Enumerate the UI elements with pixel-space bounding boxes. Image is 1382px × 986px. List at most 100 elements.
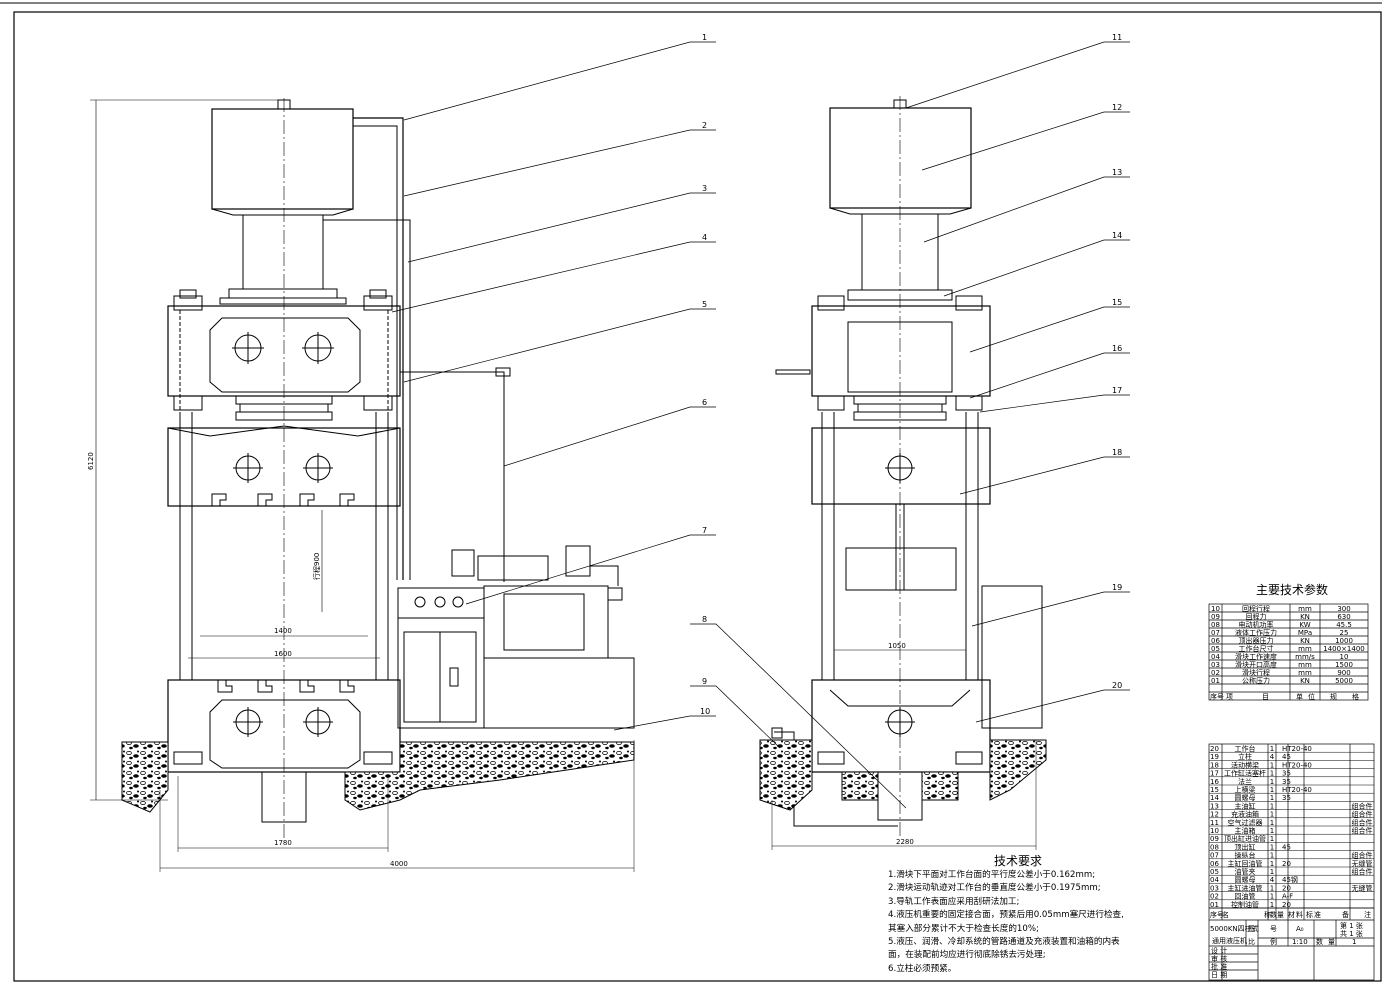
callout-18: 18 xyxy=(1112,448,1122,457)
bom-footer-name2: 称 xyxy=(1264,910,1271,919)
bom-cell-no: 14 xyxy=(1210,794,1219,802)
bom-cell-no: 03 xyxy=(1210,884,1219,892)
bom-cell-note: 组合件 xyxy=(1352,818,1373,827)
tp-cell-unit: mm xyxy=(1298,645,1312,653)
callout-6: 6 xyxy=(702,398,707,407)
bom-cell-no: 05 xyxy=(1210,868,1219,876)
bom-cell-no: 12 xyxy=(1210,811,1219,819)
bom-cell-name: 主缸回油管 xyxy=(1228,859,1263,868)
bom-cell-qty: 1 xyxy=(1270,884,1274,892)
bom-footer-note: 备 xyxy=(1342,910,1349,919)
callout-leaders xyxy=(391,41,1130,809)
callout-16: 16 xyxy=(1112,344,1122,353)
tp-cell-value: 630 xyxy=(1337,613,1350,621)
bom-cell-mat: HT20-40 xyxy=(1282,786,1312,794)
bom-cell-no: 20 xyxy=(1210,745,1219,753)
bom-cell-name: 上横梁 xyxy=(1235,785,1256,794)
tp-footer-spec2: 格 xyxy=(1352,692,1359,701)
bom-cell-qty: 4 xyxy=(1270,876,1275,884)
tp-cell-unit: KN xyxy=(1300,677,1310,685)
bom-cell-note: 组合件 xyxy=(1352,810,1373,819)
callout-11: 11 xyxy=(1112,33,1122,42)
bom-cell-qty: 1 xyxy=(1270,893,1274,901)
tp-cell-value: 900 xyxy=(1337,669,1350,677)
tp-cell-no: 04 xyxy=(1211,653,1220,661)
tech-req-line: 3.导轨工作表面应采用刮研法加工; xyxy=(888,896,1020,907)
bom-cell-mat: 20 xyxy=(1282,884,1291,892)
bom-cell-name: 圆螺母 xyxy=(1235,875,1256,884)
bom-cell-name: 圆螺母 xyxy=(1235,793,1256,802)
tp-cell-unit: KN xyxy=(1300,613,1310,621)
tp-cell-name: 工作台尺寸 xyxy=(1239,644,1274,653)
callout-7: 7 xyxy=(702,526,707,535)
bom-cell-qty: 1 xyxy=(1270,819,1274,827)
tp-cell-value: 1500 xyxy=(1335,661,1353,669)
tech-params-footer: 序号 项 目 单 位 规 格 xyxy=(1210,692,1359,701)
bom-cell-no: 18 xyxy=(1210,761,1219,769)
fig-no-label2: 号 xyxy=(1270,925,1277,933)
tp-cell-name: 滑块开口高度 xyxy=(1235,660,1277,669)
bom-cell-qty: 1 xyxy=(1270,835,1274,843)
bom-cell-qty: 1 xyxy=(1270,770,1274,778)
sign-date: 日 期 xyxy=(1211,971,1227,979)
bom-cell-no: 01 xyxy=(1210,901,1219,909)
tp-cell-unit: MPa xyxy=(1298,629,1312,637)
tp-cell-name: 液体工作压力 xyxy=(1235,628,1277,637)
bom-cell-mat: 45 xyxy=(1282,753,1291,761)
dim-overall-width: 4000 xyxy=(390,860,408,868)
callout-13: 13 xyxy=(1112,168,1122,177)
bom-cell-note: 无缝管 xyxy=(1352,883,1373,892)
bom-cell-name: 法兰 xyxy=(1238,777,1252,786)
bom-cell-note: 无缝管 xyxy=(1352,859,1373,868)
callout-8: 8 xyxy=(702,615,707,624)
callout-20: 20 xyxy=(1112,681,1122,690)
tp-cell-name: 回程力 xyxy=(1246,612,1267,621)
tp-cell-no: 03 xyxy=(1211,661,1220,669)
tp-footer-item: 项 xyxy=(1226,693,1233,701)
bom-footer-mat2: 料 xyxy=(1296,910,1303,919)
bom-cell-mat: 45钢 xyxy=(1282,875,1298,884)
tp-cell-value: 300 xyxy=(1337,605,1350,613)
bom-cell-mat: 35 xyxy=(1282,794,1291,802)
sign-review: 审 核 xyxy=(1211,954,1227,963)
fig-no-label: 图 xyxy=(1248,925,1255,933)
callout-numbers: 1 2 3 4 5 6 7 8 9 10 11 12 13 14 15 16 1… xyxy=(700,33,1122,716)
callout-14: 14 xyxy=(1112,231,1122,240)
bom-cell-qty: 1 xyxy=(1270,843,1274,851)
bom-cell-qty: 1 xyxy=(1270,901,1274,909)
bom-cell-mat: HT20-40 xyxy=(1282,745,1312,753)
bom-footer-mat: 材 xyxy=(1288,910,1295,919)
bom-footer-note2: 注 xyxy=(1364,910,1371,919)
bom-footer-std2: 准 xyxy=(1314,910,1321,919)
bom-cell-name: 油管夹 xyxy=(1235,867,1256,876)
tp-cell-unit: KW xyxy=(1299,621,1310,629)
tech-req-line: 面，在装配前均应进行彻底除锈去污处理; xyxy=(888,950,1046,961)
callout-5: 5 xyxy=(702,300,707,309)
bom-cell-no: 08 xyxy=(1210,843,1219,851)
bom-cell-no: 19 xyxy=(1210,753,1219,761)
bom-cell-note: 组合件 xyxy=(1352,867,1373,876)
bom-cell-name: 回油管 xyxy=(1235,892,1256,901)
bom-cell-no: 02 xyxy=(1210,893,1219,901)
sheet-border xyxy=(13,11,1382,982)
bom-cell-qty: 1 xyxy=(1270,860,1274,868)
bom-footer: 序号 名 称 数量 材 料 标 准 备 注 xyxy=(1210,910,1371,919)
tp-footer-unit: 单 xyxy=(1296,692,1303,701)
bom-footer-qty: 数量 xyxy=(1270,910,1284,919)
bom-cell-name: 活动横梁 xyxy=(1231,760,1259,769)
bom-footer-std: 标 xyxy=(1306,910,1313,919)
callout-1: 1 xyxy=(702,33,707,42)
tp-footer-unit2: 位 xyxy=(1308,692,1315,701)
tp-footer-spec: 规 xyxy=(1330,692,1337,701)
qty-label: 数 xyxy=(1316,937,1323,946)
tech-req-title: 技术要求 xyxy=(993,854,1042,868)
dim-table-width: 1400 xyxy=(274,627,292,635)
bom-cell-qty: 1 xyxy=(1270,852,1274,860)
bom-footer-no: 序号 xyxy=(1210,910,1224,919)
tp-cell-unit: mm xyxy=(1298,605,1312,613)
bom-cell-no: 04 xyxy=(1210,876,1219,884)
bom-cell-no: 11 xyxy=(1210,819,1219,827)
bom-cell-qty: 1 xyxy=(1270,778,1274,786)
